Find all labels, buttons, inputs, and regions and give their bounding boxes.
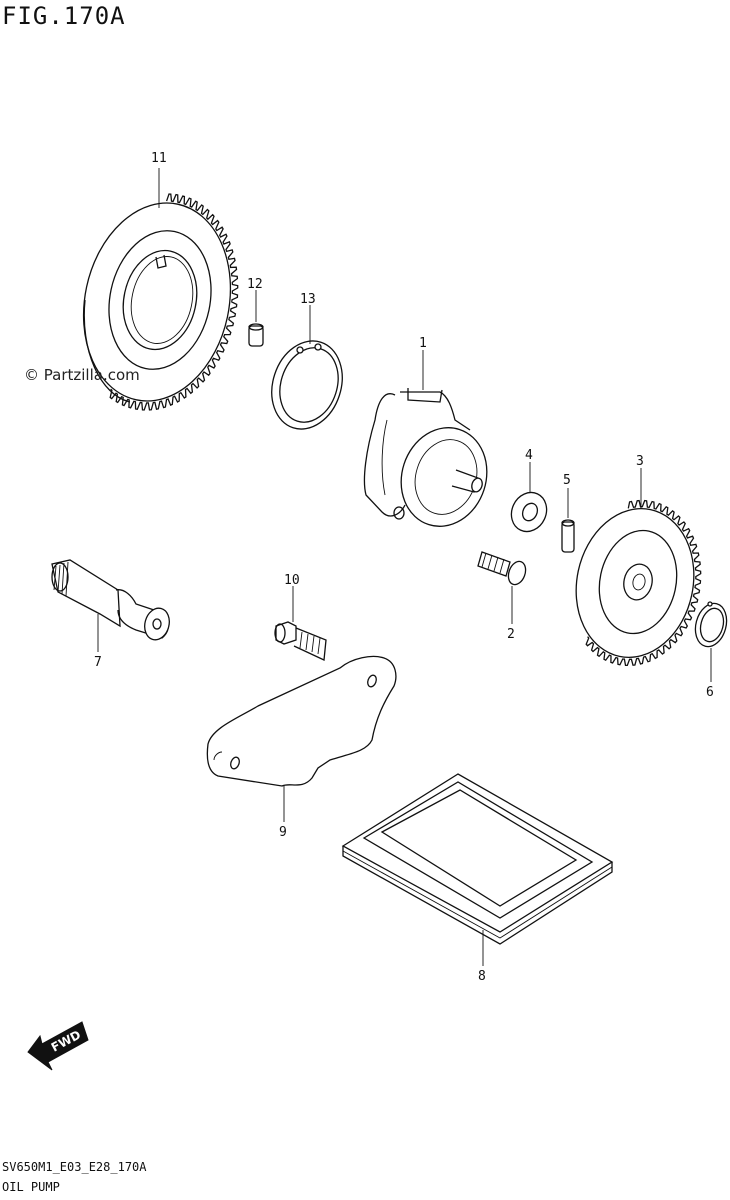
callout-6[interactable]: 6 xyxy=(706,685,714,700)
callout-9[interactable]: 9 xyxy=(279,825,287,840)
callout-12[interactable]: 12 xyxy=(247,277,263,292)
footer-name: OIL PUMP xyxy=(2,1180,60,1194)
callout-10[interactable]: 10 xyxy=(284,573,300,588)
watermark-text: © Partzilla.com xyxy=(24,366,140,384)
part-6-circlip[interactable] xyxy=(691,600,730,650)
part-4-washer[interactable] xyxy=(505,487,553,538)
callout-5[interactable]: 5 xyxy=(563,473,571,488)
footer-code: SV650M1_E03_E28_170A xyxy=(2,1160,147,1174)
part-11-driven-gear[interactable] xyxy=(66,189,248,415)
callout-8[interactable]: 8 xyxy=(478,969,486,984)
callout-2[interactable]: 2 xyxy=(507,627,515,642)
part-12-pin[interactable] xyxy=(248,323,264,347)
part-1-oil-pump[interactable] xyxy=(363,388,499,538)
part-9-plate[interactable] xyxy=(206,655,397,787)
callout-3[interactable]: 3 xyxy=(636,454,644,469)
fwd-arrow-icon: FWD xyxy=(27,1021,89,1071)
callout-1[interactable]: 1 xyxy=(419,336,427,351)
part-10-bolt[interactable] xyxy=(274,621,327,661)
callout-4[interactable]: 4 xyxy=(525,448,533,463)
callout-7[interactable]: 7 xyxy=(94,655,102,670)
part-7-pipe[interactable] xyxy=(51,559,173,643)
part-5-dowel-pin[interactable] xyxy=(561,519,575,553)
part-8-gasket[interactable] xyxy=(341,773,614,945)
figure-title: FIG.170A xyxy=(2,2,126,30)
part-2-screw[interactable] xyxy=(477,551,529,587)
part-13-circlip[interactable] xyxy=(261,332,353,439)
part-3-drive-gear[interactable] xyxy=(563,498,708,669)
callout-13[interactable]: 13 xyxy=(300,292,316,307)
callout-11[interactable]: 11 xyxy=(151,151,167,166)
